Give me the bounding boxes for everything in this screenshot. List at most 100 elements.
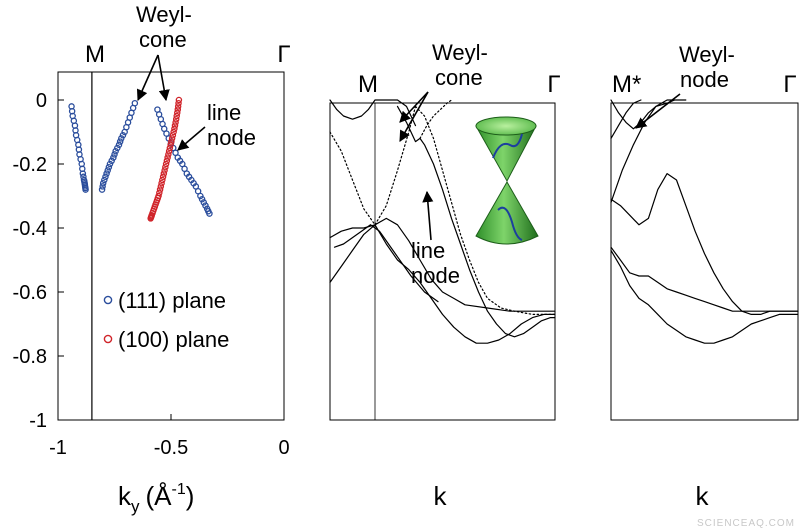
x-label-unit-close: ) — [186, 481, 195, 511]
band-curve-solid — [610, 246, 799, 312]
panel-1-line-node-arrow — [177, 126, 206, 151]
watermark: SCIENCEAQ.COM — [697, 518, 795, 529]
x-label-sub: y — [131, 497, 140, 516]
point-100-plane — [166, 144, 174, 152]
y-tick-label: 0 — [36, 90, 47, 112]
point-100-plane — [159, 173, 167, 181]
panel-1-weyl-cone-arrow-1 — [136, 54, 159, 102]
point-111-plane — [121, 128, 128, 136]
x-tick-label: -1 — [49, 437, 67, 459]
legend-111-label: (111) plane — [118, 288, 226, 313]
panel-2-weyl-cone-arrow-2 — [399, 91, 429, 142]
panel-3-weyl-node-label-line1: Weyl- — [679, 42, 735, 67]
point-100-plane — [159, 176, 166, 184]
point-100-plane — [168, 138, 175, 145]
point-100-plane — [162, 160, 170, 168]
y-tick-label: -1 — [29, 410, 47, 432]
panel-1-top-label-gamma: Γ — [277, 41, 290, 68]
point-100-plane — [175, 96, 183, 104]
panel-2-frame — [329, 102, 556, 421]
panel-3-x-axis-label: k — [696, 481, 710, 511]
point-111-plane — [102, 173, 109, 181]
point-111-plane — [119, 131, 127, 139]
point-100-plane — [156, 186, 164, 193]
point-111-plane — [112, 147, 119, 155]
legend-100-marker — [103, 334, 113, 344]
point-111-plane — [202, 202, 209, 209]
point-100-plane — [175, 99, 182, 107]
band-curve-solid — [329, 99, 417, 127]
point-100-plane — [171, 125, 178, 133]
point-111-plane — [206, 210, 213, 217]
band-curve-solid — [333, 224, 439, 303]
point-111-plane — [110, 154, 117, 161]
panel-3-top-label-gamma: Γ — [783, 71, 796, 98]
x-label-unit: (Å — [146, 481, 173, 511]
y-tick-label: -0.2 — [13, 154, 47, 176]
panel-1-x-ticks: -1 -0.5 0 — [49, 414, 290, 459]
point-111-plane — [99, 183, 106, 190]
panel-2-weyl-cone-arrow-1 — [399, 91, 429, 123]
band-curve-solid — [610, 173, 799, 315]
panel-3-data — [610, 99, 799, 344]
point-100-plane — [170, 128, 177, 136]
point-111-plane — [105, 163, 113, 171]
panel-1-top-label-m: M — [85, 41, 105, 68]
legend-111-marker — [103, 295, 113, 305]
panel-2-top-label-gamma: Γ — [547, 71, 560, 98]
band-curve-solid — [329, 217, 556, 312]
band-curve-dotted — [329, 105, 417, 226]
inset-lower-band-curve — [497, 206, 523, 241]
panel-3-frame — [610, 102, 799, 421]
panel-1-weyl-cone-label-line1: Weyl- — [136, 2, 192, 27]
point-100-plane — [172, 119, 179, 126]
point-111-plane — [116, 138, 124, 145]
point-100-plane — [160, 170, 168, 177]
x-tick-label: 0 — [278, 437, 289, 459]
y-tick-label: -0.8 — [13, 346, 47, 368]
y-tick-label: -0.6 — [13, 282, 47, 304]
panel-3-top-label-mstar: M* — [612, 71, 641, 98]
point-111-plane — [82, 186, 89, 193]
point-111-plane — [198, 195, 206, 203]
point-100-plane — [147, 215, 154, 222]
point-100-plane — [158, 179, 165, 187]
point-111-plane — [79, 170, 87, 177]
point-100-plane — [167, 141, 174, 149]
point-111-plane — [101, 176, 108, 184]
point-100-plane — [168, 135, 176, 142]
point-111-plane — [115, 141, 123, 149]
legend-100-label: (100) plane — [118, 327, 229, 352]
panel-1-weyl-cone-arrow-2 — [157, 54, 170, 102]
panel-2-x-axis-label: k — [434, 481, 448, 511]
inset-upper-band-curve — [492, 133, 523, 159]
x-tick-label: -0.5 — [154, 437, 188, 459]
point-100-plane — [169, 131, 177, 139]
point-111-plane — [118, 135, 125, 142]
point-100-plane — [165, 151, 172, 158]
band-curve-solid — [610, 99, 676, 130]
panel-2-line-node-arrow — [422, 190, 434, 241]
panel-1-y-ticks: 0 -0.2 -0.4 -0.6 -0.8 -1 — [13, 90, 64, 432]
point-111-plane — [104, 167, 111, 174]
point-100-plane — [162, 163, 169, 171]
band-curve-solid — [610, 99, 642, 139]
band-curve-solid — [610, 249, 799, 344]
panel-1-x-axis-label: ky(Å-1) — [118, 481, 194, 516]
point-100-plane — [174, 103, 182, 110]
band-curve-solid — [610, 99, 687, 203]
panel-1-weyl-cone-label-line2: cone — [139, 27, 187, 52]
point-100-plane — [174, 106, 182, 113]
panel-3-weyl-node-arrow — [635, 93, 681, 129]
point-111-plane — [197, 192, 204, 200]
point-100-plane — [174, 109, 181, 117]
point-100-plane — [163, 157, 171, 165]
point-100-plane — [165, 147, 173, 155]
band-curve-solid — [396, 105, 556, 338]
point-100-plane — [157, 183, 165, 190]
panel-2-line-node-label-line1: line — [411, 238, 445, 263]
band-curve-dotted — [419, 99, 453, 139]
y-tick-label: -0.4 — [13, 218, 47, 240]
point-100-plane — [171, 122, 179, 129]
